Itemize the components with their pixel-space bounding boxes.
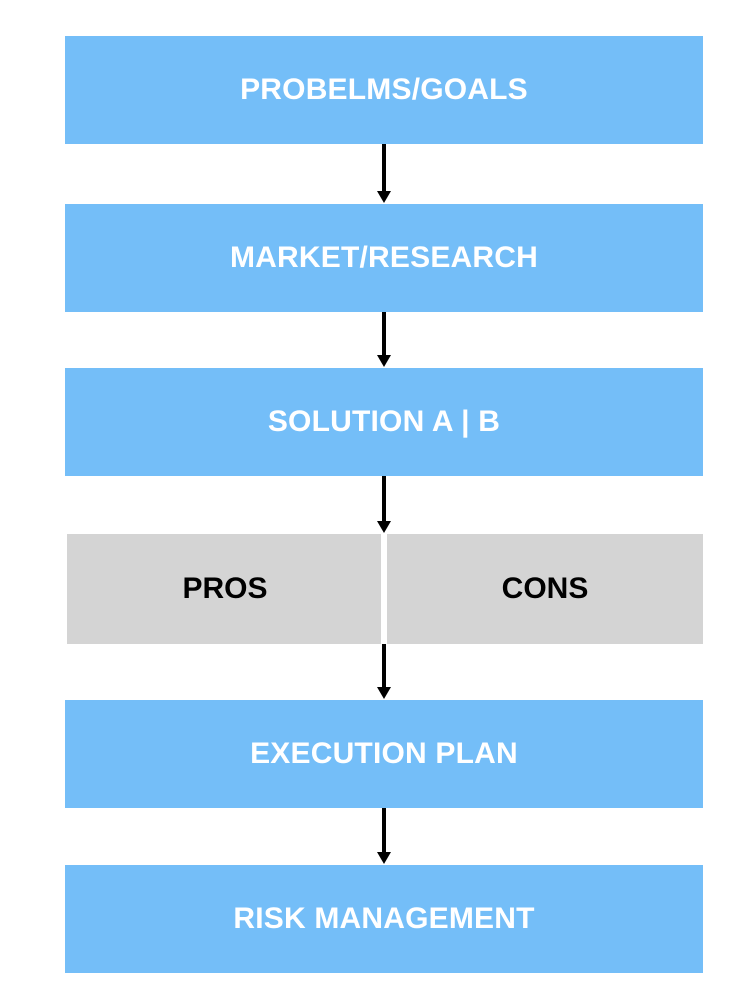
arrow-stem [382, 808, 386, 853]
arrow-stem [382, 312, 386, 356]
arrow-head-icon [377, 852, 391, 864]
arrow-head-icon [377, 191, 391, 203]
arrow-head-icon [377, 687, 391, 699]
flow-node-problems[interactable]: PROBELMS/GOALS [65, 36, 703, 144]
pros-cons-divider [381, 534, 387, 644]
flow-arrow-solution-to-proscons [377, 476, 391, 534]
flow-node-label: PROBELMS/GOALS [240, 73, 528, 106]
flow-arrow-problems-to-market [377, 144, 391, 204]
arrow-head-icon [377, 355, 391, 367]
arrow-stem [382, 644, 386, 688]
flow-node-label: MARKET/RESEARCH [229, 241, 538, 274]
arrow-head-icon [377, 521, 391, 533]
flow-node-label: PROS [182, 572, 268, 605]
flow-arrow-execution-to-risk [377, 808, 391, 865]
flow-node-pros-cons: PROS CONS [67, 534, 703, 644]
flow-node-market[interactable]: MARKET/RESEARCH [65, 204, 703, 312]
flow-node-cons[interactable]: CONS [387, 534, 703, 644]
flow-arrow-proscons-to-execution [377, 644, 391, 700]
flow-arrow-market-to-solution [377, 312, 391, 368]
flow-node-label: RISK MANAGEMENT [233, 902, 535, 935]
flow-node-execution[interactable]: EXECUTION PLAN [65, 700, 703, 808]
flow-node-label: EXECUTION PLAN [250, 737, 518, 770]
arrow-stem [382, 144, 386, 192]
flow-node-risk[interactable]: RISK MANAGEMENT [65, 865, 703, 973]
flow-node-solution[interactable]: SOLUTION A | B [65, 368, 703, 476]
flow-node-pros[interactable]: PROS [67, 534, 383, 644]
arrow-stem [382, 476, 386, 522]
flow-node-label: CONS [501, 572, 589, 605]
flow-node-label: SOLUTION A | B [267, 405, 501, 438]
